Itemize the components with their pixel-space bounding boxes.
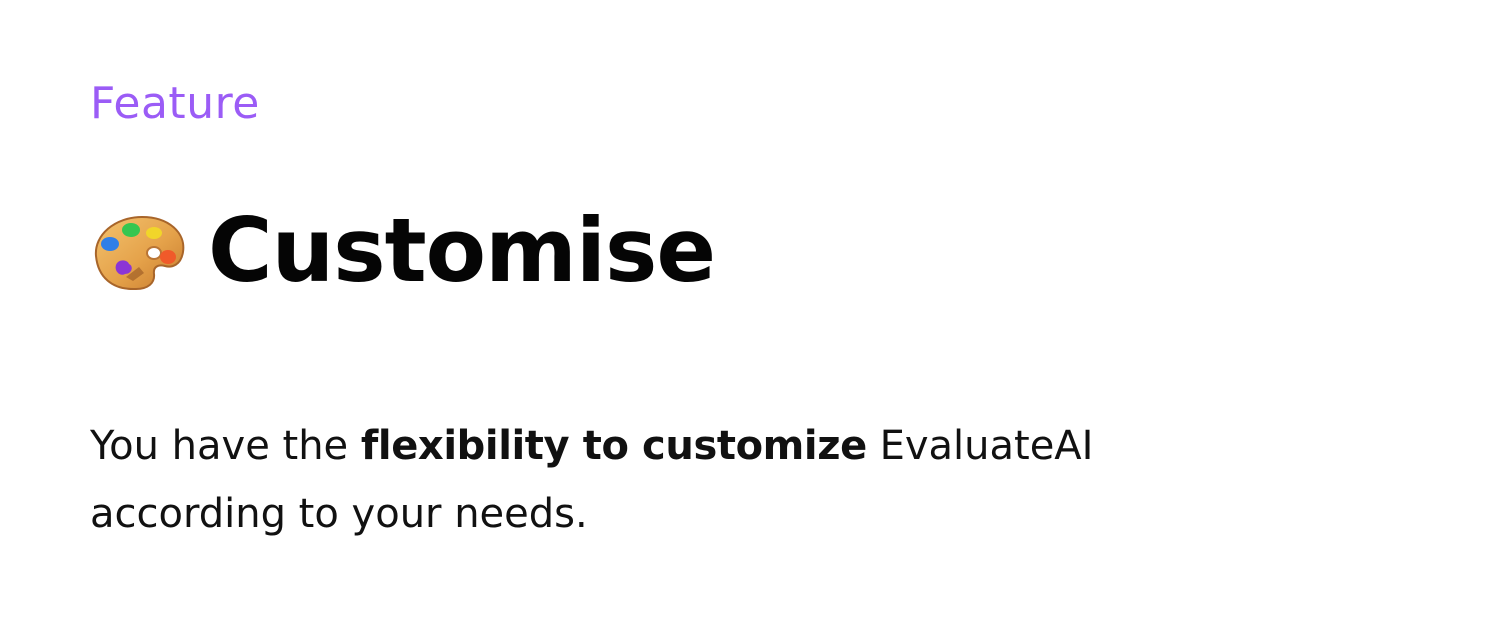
page-title: Customise [208, 199, 716, 302]
title-row: Customise [88, 196, 716, 306]
description-emphasis: flexibility to customize [360, 423, 867, 469]
artist-palette-icon [88, 210, 188, 292]
description-intro: You have the [90, 423, 361, 469]
section-eyebrow: Feature [90, 78, 260, 129]
description-ending: EvaluateAI according to your needs. [90, 423, 1094, 537]
feature-description: You have the flexibility to customize Ev… [90, 412, 1210, 548]
